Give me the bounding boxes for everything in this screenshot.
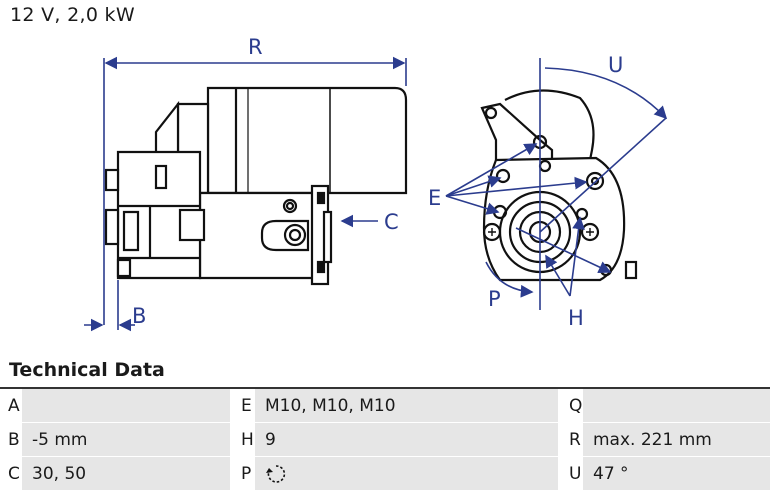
rotation-direction-icon [266,464,286,483]
spec-key: P [233,456,255,490]
spec-key: E [233,387,255,423]
spec-key: H [233,422,255,457]
label-b: B [132,304,146,328]
table-row: C 30, 50 P U 47 ° [0,456,770,490]
spec-value: 30, 50 [22,456,230,490]
label-p: P [488,287,501,311]
spec-value: max. 221 mm [583,422,770,457]
label-r: R [248,35,263,59]
technical-data-table: A E M10, M10, M10 Q B -5 mm H 9 R max. 2… [0,387,770,490]
spec-value: -5 mm [22,422,230,457]
spec-key: A [0,387,22,423]
technical-data-heading: Technical Data [9,359,165,381]
label-h: H [568,306,584,330]
starter-motor-drawing: R B C U E [84,35,668,332]
label-e: E [428,186,441,210]
spec-value: M10, M10, M10 [255,387,558,423]
side-view [104,86,408,286]
spec-key: R [561,422,583,457]
spec-key: Q [561,387,583,423]
dimension-front [445,58,668,310]
table-row: B -5 mm H 9 R max. 221 mm [0,422,770,457]
spec-value-icon [255,456,558,490]
label-u: U [608,53,623,77]
product-title: 12 V, 2,0 kW [10,4,135,26]
spec-value: 47 ° [583,456,770,490]
spec-key: B [0,422,22,457]
table-row: A E M10, M10, M10 Q [0,387,770,423]
spec-key: C [0,456,22,490]
spec-value: 9 [255,422,558,457]
dimension-r [84,56,407,332]
spec-value [22,387,230,423]
spec-key: U [561,456,583,490]
spec-value [583,387,770,423]
label-c: C [384,210,399,234]
